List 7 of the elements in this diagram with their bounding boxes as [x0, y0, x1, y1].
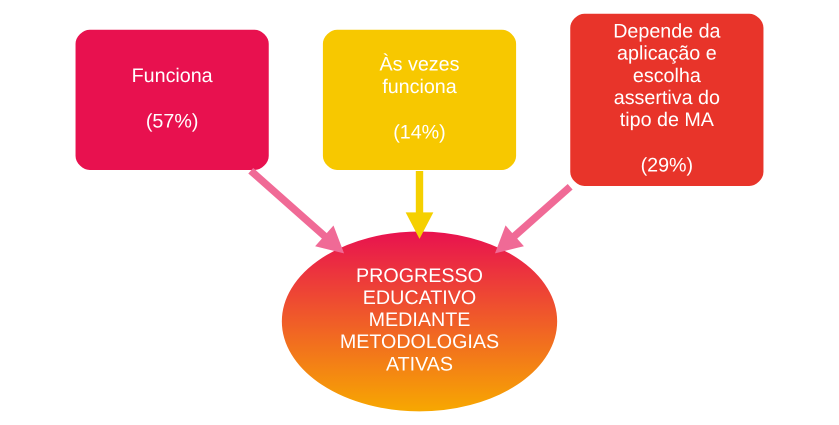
arrow: [406, 171, 434, 239]
node-box: Depende da aplicação e escolha assertiva do tipo de MA (29%): [569, 12, 765, 188]
arrow: [494, 184, 573, 254]
node-box: Funciona (57%): [74, 28, 270, 172]
arrow: [248, 168, 344, 254]
node-ellipse: PROGRESSO EDUCATIVO MEDIANTE METODOLOGIAS ATIVAS: [280, 230, 558, 413]
node-box: Às vezes funciona (14%): [322, 28, 518, 172]
